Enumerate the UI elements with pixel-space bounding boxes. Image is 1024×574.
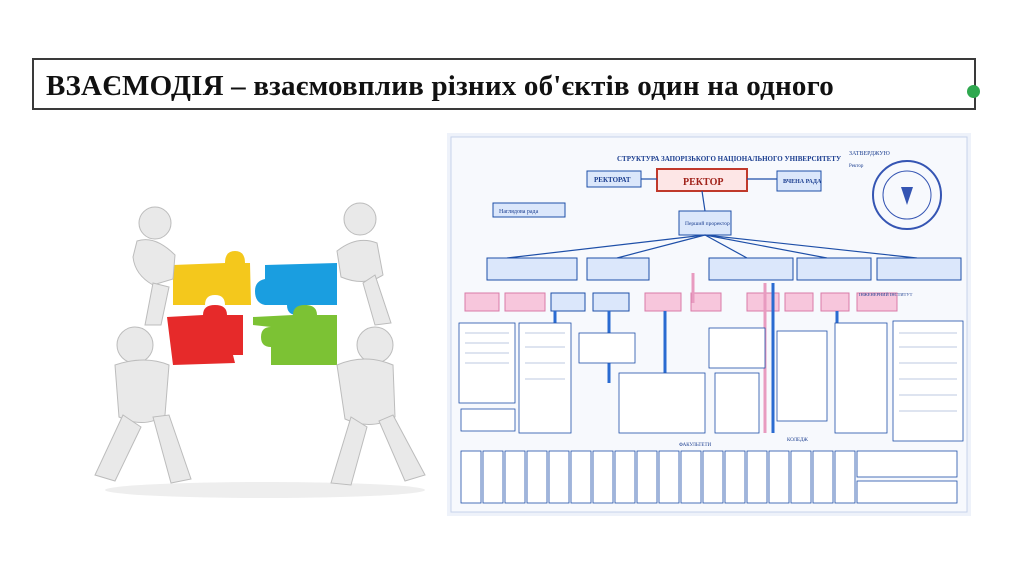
figure-icon	[132, 206, 176, 326]
university-structure-chart: СТРУКТУРА ЗАПОРІЗЬКОГО НАЦІОНАЛЬНОГО УНІ…	[447, 133, 971, 516]
institute-label: ІНЖЕНЕРНИЙ ІНСТИТУТ	[859, 292, 913, 297]
puzzle-piece-green-icon	[253, 305, 337, 365]
puzzle-piece-blue-icon	[255, 263, 337, 315]
faculties-label: ФАКУЛЬТЕТИ	[679, 443, 712, 448]
figure-icon	[330, 326, 426, 486]
slide-title: ВЗАЄМОДІЯ – взаємовплив різних об'єктів …	[46, 70, 834, 102]
supervisory-board-label: Наглядова рада	[499, 209, 539, 215]
puzzle-piece-yellow-icon	[173, 251, 251, 305]
slide-title-box: ВЗАЄМОДІЯ – взаємовплив різних об'єктів …	[32, 58, 976, 110]
rectorat-label: РЕКТОРАТ	[594, 176, 631, 184]
chart-title: СТРУКТУРА ЗАПОРІЗЬКОГО НАЦІОНАЛЬНОГО УНІ…	[617, 155, 841, 163]
figure-icon	[94, 326, 192, 484]
puzzle-piece-red-icon	[167, 305, 243, 365]
puzzle-teamwork-illustration	[94, 202, 426, 498]
bullet-dot-icon	[967, 85, 980, 98]
first-prorector-label: Перший проректор	[685, 220, 730, 227]
rector-label: РЕКТОР	[683, 177, 723, 188]
college-label: КОЛЕДЖ	[787, 438, 808, 443]
academic-council-label: ВЧЕНА РАДА	[783, 179, 822, 185]
approve-label: ЗАТВЕРДЖУЮ	[849, 151, 890, 157]
rector-sign-label: Ректор	[849, 164, 864, 169]
official-seal-icon	[872, 160, 942, 230]
figure-icon	[336, 202, 392, 326]
